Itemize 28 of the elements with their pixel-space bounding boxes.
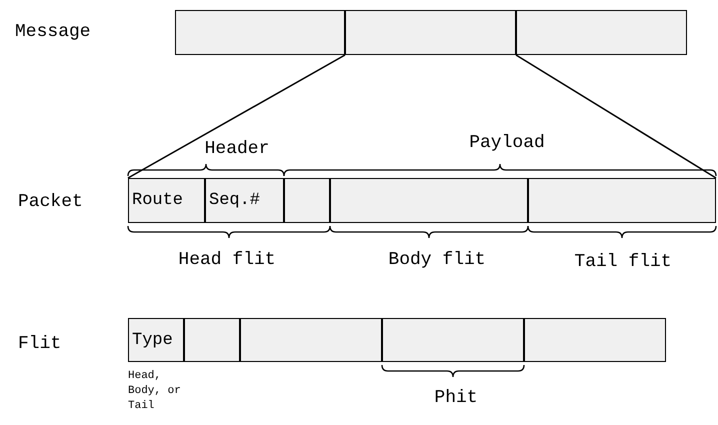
- field-label: Route: [132, 191, 184, 210]
- row-label: Body flit: [388, 250, 486, 270]
- row-label: Payload: [469, 133, 545, 153]
- field-note: Head, Body, or Tail: [128, 369, 182, 414]
- segment-box: [516, 10, 687, 55]
- segment-box: [330, 178, 528, 223]
- row-label: Message: [15, 22, 91, 42]
- row-label: Tail flit: [574, 252, 672, 272]
- row-label: Head flit: [178, 250, 276, 270]
- segment-box: [128, 318, 184, 362]
- expansion-line: [516, 54, 716, 179]
- segment-box: [128, 178, 205, 223]
- field-label: Type: [132, 330, 173, 350]
- segment-box: [205, 178, 284, 223]
- segment-box: [345, 10, 516, 55]
- row-label: Phit: [434, 388, 478, 408]
- row-label: Flit: [18, 334, 62, 354]
- segment-box: [524, 318, 666, 362]
- row-label: Packet: [18, 192, 83, 212]
- segment-box: [175, 10, 345, 55]
- row-label: Header: [204, 139, 270, 159]
- segment-box: [184, 318, 240, 362]
- segment-box: [528, 178, 716, 223]
- expansion-line: [128, 54, 346, 179]
- segment-box: [240, 318, 382, 362]
- segment-box: [382, 318, 524, 362]
- field-label: Seq.#: [209, 191, 260, 210]
- segment-box: [284, 178, 330, 223]
